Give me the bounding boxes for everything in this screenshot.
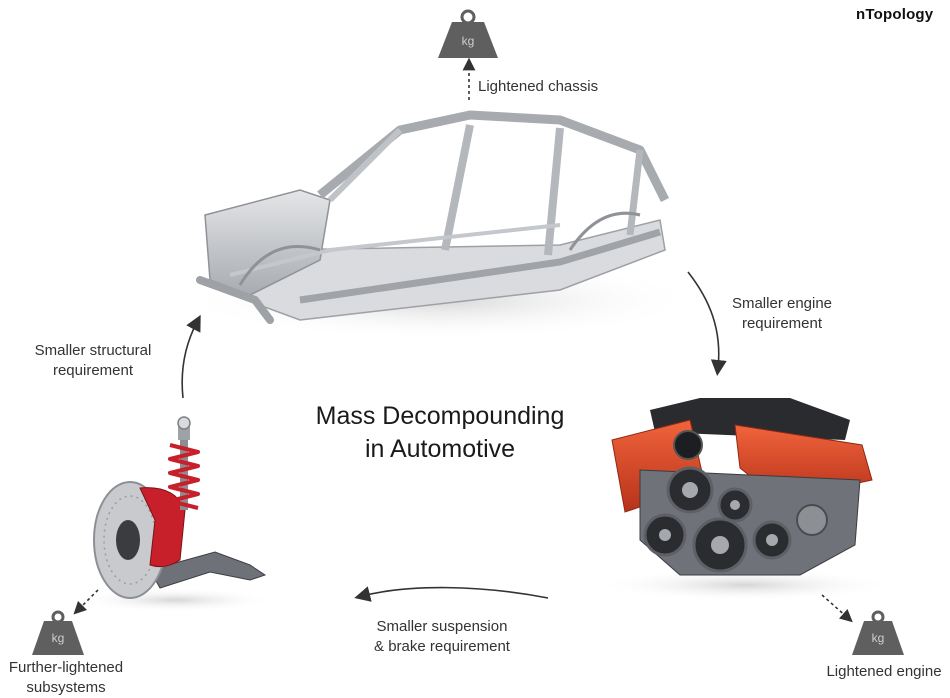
label-smaller-suspension-line-1: Smaller suspension — [376, 618, 508, 635]
weight-engine-label: kg — [871, 631, 885, 645]
arrow-suspension-to-weight — [73, 589, 99, 615]
weight-engine-icon — [852, 610, 904, 655]
arrow-chassis-to-engine — [687, 271, 727, 376]
label-smaller-suspension-line-2: & brake requirement — [374, 638, 510, 655]
weight-chassis-icon — [438, 9, 498, 58]
arrow-engine-to-suspension — [354, 586, 549, 602]
label-smaller-structural-line-1: Smaller structural — [34, 342, 152, 359]
label-further-lightened-line-2: subsystems — [26, 679, 106, 696]
title-line-2: in Automotive — [364, 435, 516, 463]
label-smaller-structural-line-2: requirement — [52, 362, 134, 379]
label-smaller-engine-line-2: requirement — [741, 315, 823, 332]
label-smaller-engine-line-1: Smaller engine — [731, 295, 833, 312]
arrow-suspension-to-chassis — [181, 314, 201, 399]
label-further-lightened-line-1: Further-lightened — [8, 659, 124, 676]
engine-illustration — [595, 398, 895, 601]
diagram-title: Mass Decompounding in Automotive — [280, 400, 600, 466]
label-lightened-engine: Lightened engine — [826, 663, 942, 680]
weight-subsystems-label: kg — [51, 631, 65, 645]
suspension-brake-illustration — [75, 416, 275, 612]
title-line-1: Mass Decompounding — [315, 402, 565, 430]
weight-subsystems-icon — [32, 610, 84, 655]
weight-chassis-label: kg — [461, 34, 475, 48]
label-smaller-engine: Smaller engine requirement — [712, 294, 852, 334]
label-smaller-suspension: Smaller suspension & brake requirement — [352, 617, 532, 657]
label-further-lightened: Further-lightened subsystems — [0, 658, 132, 698]
car-chassis-illustration — [180, 110, 700, 340]
label-lightened-chassis: Lightened chassis — [478, 78, 599, 95]
ntopology-logo: nTopology — [856, 6, 934, 23]
label-smaller-structural: Smaller structural requirement — [18, 341, 168, 381]
